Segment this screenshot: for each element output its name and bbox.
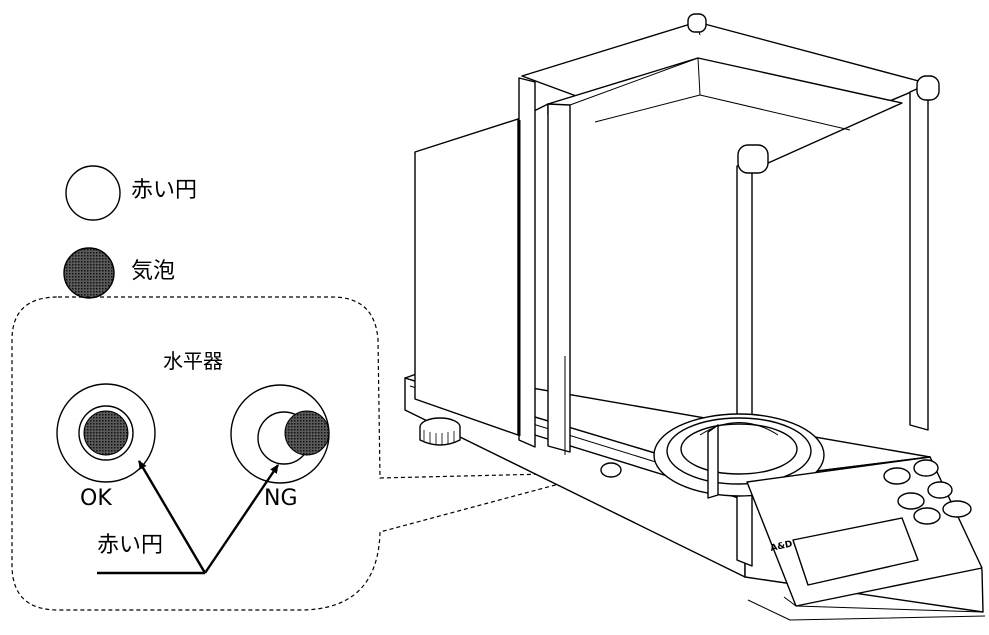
display-screen (792, 517, 919, 586)
key-rezero (942, 500, 972, 518)
key-print (927, 481, 953, 499)
analytical-balance-illustration (404, 13, 986, 621)
ok-pointer-arrow (137, 460, 207, 574)
ng-pointer-arrow (204, 464, 279, 574)
legend-red-circle-label: 赤い円 (131, 178, 198, 203)
ng-label: NG (264, 486, 298, 511)
bubble-level-window (600, 462, 622, 478)
ok-level-gauge (56, 383, 156, 483)
left-post (518, 77, 536, 448)
callout-title: 水平器 (163, 349, 223, 373)
ng-level-gauge (230, 384, 330, 484)
brand-logo: A&D (770, 540, 794, 554)
legend-bubble-icon (63, 247, 115, 299)
front-left-post (736, 161, 753, 567)
right-post (909, 83, 929, 431)
pointer-label: 赤い円 (97, 533, 164, 558)
rear-housing (414, 118, 519, 436)
key-mode (913, 507, 941, 525)
legend-red-circle-icon (65, 165, 121, 221)
ok-label: OK (80, 486, 112, 511)
key-cal (913, 459, 939, 477)
legend-bubble-label: 気泡 (131, 259, 176, 284)
ok-bubble-icon (83, 410, 129, 456)
key-range (897, 492, 925, 510)
key-on-off (883, 467, 911, 485)
level-gauge-callout (11, 296, 601, 611)
ng-bubble-icon (284, 410, 330, 456)
